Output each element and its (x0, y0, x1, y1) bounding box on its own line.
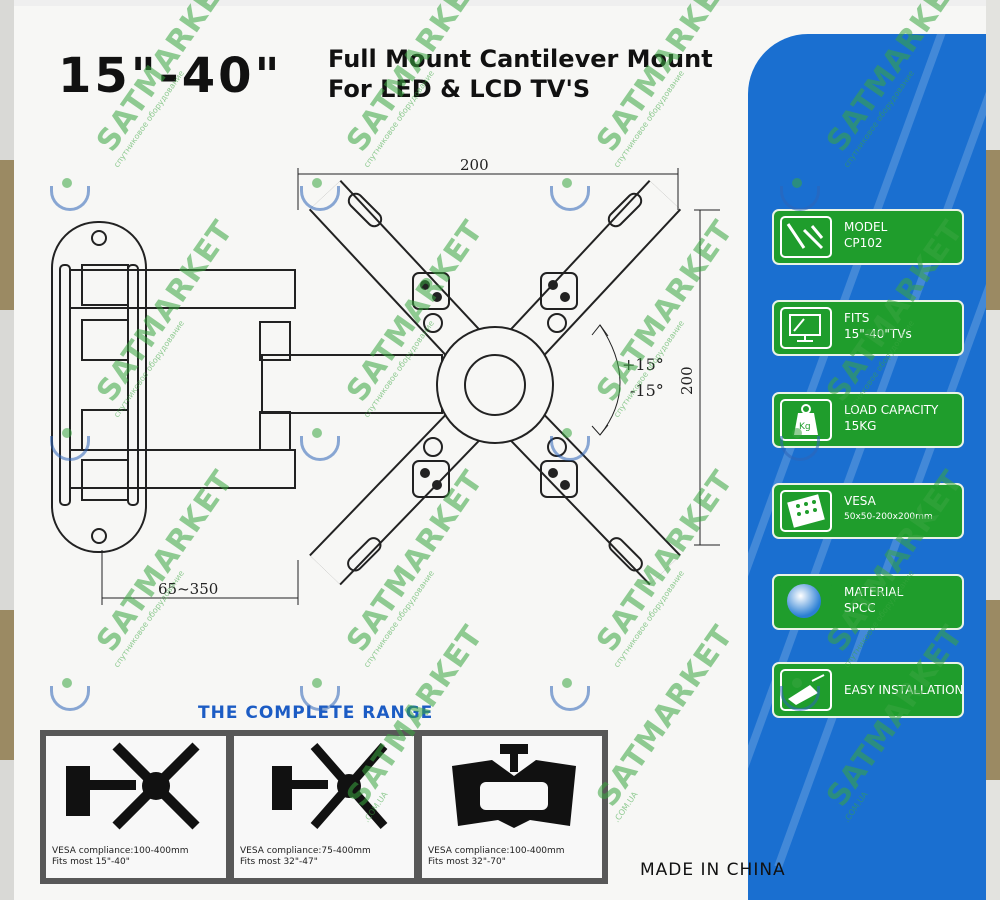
tape-right-bottom (986, 600, 1000, 780)
range-item-3-image (452, 744, 576, 828)
wall-plate (51, 221, 147, 553)
complete-range-title: THE COMPLETE RANGE (198, 703, 434, 723)
product-title-line1: Full Mount Cantilever Mount (328, 45, 713, 73)
range-item-3-vesa: VESA compliance:100-400mm (428, 846, 565, 856)
wall-mount-arm-icon (780, 216, 832, 258)
kg-weight-icon: Kg (780, 399, 832, 441)
wall-plate-slot-right (127, 264, 139, 506)
dim-height-label: 200 (678, 366, 696, 395)
tilt-up-label: +15° (622, 355, 664, 374)
drill-icon (780, 669, 832, 711)
x-plate-hub (436, 326, 554, 444)
tape-left-top (0, 160, 14, 310)
box-left-flap (0, 0, 14, 900)
product-title: Full Mount Cantilever Mount For LED & LC… (328, 44, 713, 104)
range-item-1-fits: Fits most 15"-40" (52, 857, 130, 867)
range-item-2-fits: Fits most 32"-47" (240, 857, 318, 867)
made-in-label: MADE IN CHINA (640, 860, 786, 880)
svg-text:Kg: Kg (799, 422, 811, 432)
blue-side-panel (748, 34, 1000, 900)
dim-width-label: 200 (460, 156, 489, 174)
wall-plate-hole-bottom (91, 528, 107, 544)
range-item-1-image (66, 742, 200, 830)
vesa-clamp-bottom-right (540, 460, 578, 498)
vesa-plate-icon (780, 490, 832, 532)
technical-drawing: 200 200 65~350 +15° -15° (51, 156, 720, 605)
wall-plate-slot-left (59, 264, 71, 506)
tape-left-bottom (0, 610, 14, 760)
range-item-2-vesa: VESA compliance:75-400mm (240, 846, 371, 856)
bracket-block-4 (81, 459, 129, 501)
range-item-2-image (272, 743, 388, 829)
lower-arm (69, 449, 296, 489)
tv-screen-icon (780, 307, 832, 349)
tilt-down-label: -15° (630, 381, 664, 400)
lower-joint (259, 411, 291, 451)
dim-extension-label: 65~350 (158, 580, 218, 598)
vesa-clamp-bottom-left (412, 460, 450, 498)
product-title-line2: For LED & LCD TV'S (328, 75, 591, 103)
x-plate-center-hole (464, 354, 526, 416)
center-arm (261, 354, 443, 414)
upper-joint (259, 321, 291, 361)
range-item-3-fits: Fits most 32"-70" (428, 857, 506, 867)
bracket-block-3 (81, 409, 129, 451)
wall-plate-hole-top (91, 230, 107, 246)
feature-easy-installation: EASY INSTALLATION (772, 662, 964, 718)
bracket-block-1 (81, 264, 129, 306)
material-sphere-icon (780, 581, 832, 623)
tape-right-top (986, 150, 1000, 310)
vesa-clamp-top-left (412, 272, 450, 310)
vesa-clamp-top-right (540, 272, 578, 310)
range-item-1-vesa: VESA compliance:100-400mm (52, 846, 189, 856)
bracket-block-2 (81, 319, 129, 361)
upper-arm (69, 269, 296, 309)
size-range-title: 15"-40" (58, 48, 283, 104)
